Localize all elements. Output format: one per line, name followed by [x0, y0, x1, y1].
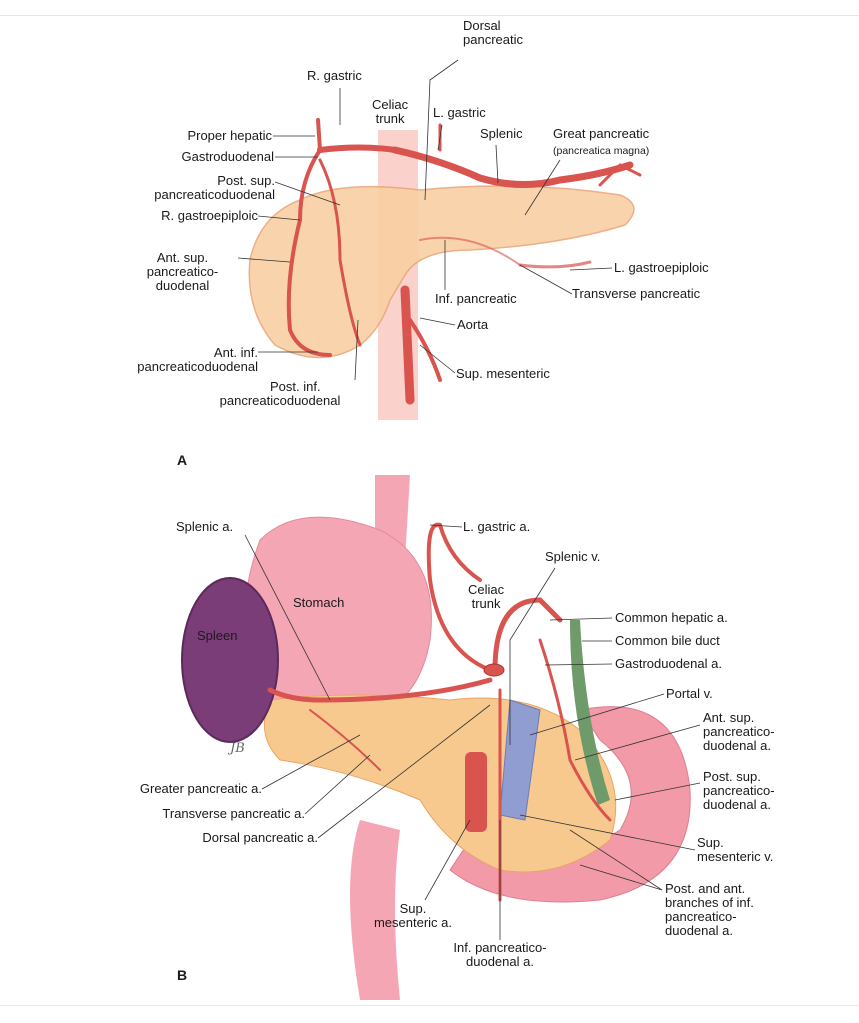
- label-line: Celiac: [372, 97, 409, 112]
- label-line: pancreaticoduodenal: [137, 359, 258, 374]
- label-line: Post. and ant.: [665, 881, 746, 896]
- label-line: pancreatico-: [665, 909, 737, 924]
- label-line: pancreatico-: [703, 783, 775, 798]
- label-spleen: Spleen: [197, 628, 238, 643]
- label-line: trunk: [471, 596, 501, 611]
- label-line: Post. sup.: [703, 769, 761, 784]
- label-inf-pancreatic: Inf. pancreatic: [435, 291, 517, 306]
- label-l-gastroepiploic: L. gastroepiploic: [614, 260, 709, 275]
- label-gastroduodenal: Gastroduodenal: [181, 149, 274, 164]
- label-line: Post. sup.: [217, 173, 275, 188]
- label-line: pancreaticoduodenal: [219, 393, 341, 408]
- label-inf-pd-a: Inf. pancreatico-duodenal a.: [440, 941, 560, 969]
- label-line: duodenal a.: [665, 923, 733, 938]
- label-post-sup-pd-a: Post. sup.pancreatico-duodenal a.: [703, 770, 775, 812]
- label-portal-v: Portal v.: [666, 686, 713, 701]
- label-aorta: Aorta: [457, 317, 489, 332]
- label-stomach: Stomach: [293, 595, 345, 610]
- label-sup-mesenteric: Sup. mesenteric: [456, 366, 550, 381]
- label-line: duodenal a.: [703, 797, 771, 812]
- label-post-ant-branches: Post. and ant.branches of inf.pancreatic…: [665, 882, 754, 938]
- panel-label-b: B: [177, 967, 188, 983]
- label-line: duodenal a.: [466, 954, 534, 969]
- label-gastroduodenal-a: Gastroduodenal a.: [615, 656, 722, 671]
- label-sup-mesenteric-a: Sup.mesenteric a.: [368, 902, 458, 930]
- label-greater-pancreatic-a: Greater pancreatic a.: [139, 781, 262, 796]
- bottom-divider: [0, 1005, 859, 1006]
- label-transverse-pancreatic: Transverse pancreatic: [572, 286, 701, 301]
- label-proper-hepatic: Proper hepatic: [187, 128, 272, 143]
- label-ant-sup-pd: Ant. sup.pancreatico-duodenal: [130, 251, 235, 293]
- label-common-hepatic-a: Common hepatic a.: [615, 610, 728, 625]
- label-line: pancreaticoduodenal: [154, 187, 275, 202]
- label-sup-mesenteric-v: Sup.mesenteric v.: [697, 836, 773, 864]
- label-transverse-pancreatic-a: Transverse pancreatic a.: [162, 806, 305, 821]
- label-post-sup-pd: Post. sup.pancreaticoduodenal: [154, 174, 275, 202]
- label-post-inf-pd: Post. inf.pancreaticoduodenal: [200, 380, 360, 408]
- label-line: mesenteric a.: [373, 915, 453, 930]
- spleen: [181, 577, 279, 743]
- label-line: duodenal a.: [703, 738, 771, 753]
- pancreas-a: [248, 185, 635, 359]
- label-r-gastroepiploic: R. gastroepiploic: [161, 208, 258, 223]
- label-great-pancreatic: Great pancreatic: [553, 126, 650, 141]
- figure-a-artwork: [237, 59, 642, 420]
- label-line: pancreatico-: [146, 264, 219, 279]
- label-splenic: Splenic: [480, 126, 523, 141]
- label-pancreatica-magna: (pancreatica magna): [553, 145, 650, 157]
- label-line: Post. inf.: [270, 379, 321, 394]
- top-divider: [0, 15, 859, 16]
- label-line: Celiac: [468, 582, 505, 597]
- label-line: pancreatico-: [703, 724, 775, 739]
- common-bile-duct: [570, 620, 610, 805]
- label-line: Ant. sup.: [703, 710, 755, 725]
- label-line: branches of inf.: [665, 895, 754, 910]
- label-splenic-a: Splenic a.: [176, 519, 234, 534]
- label-ant-sup-pd-a: Ant. sup.pancreatico-duodenal a.: [703, 711, 775, 753]
- jejunum: [350, 820, 400, 1000]
- label-line: Inf. pancreatico-: [453, 940, 547, 955]
- label-line: Ant. inf.: [213, 345, 258, 360]
- celiac-trunk-origin: [483, 663, 505, 677]
- label-l-gastric: L. gastric: [433, 105, 486, 120]
- label-line: mesenteric v.: [697, 849, 774, 864]
- label-dorsal-pancreatic-a: Dorsal pancreatic a.: [202, 830, 318, 845]
- artist-signature: JB: [230, 741, 245, 756]
- label-line: Sup.: [697, 835, 724, 850]
- label-line: Sup.: [399, 901, 427, 916]
- label-l-gastric-a: L. gastric a.: [463, 519, 531, 534]
- figure-b-artwork: [181, 475, 701, 1000]
- label-line: trunk: [375, 111, 405, 126]
- label-line: Dorsal: [463, 18, 501, 33]
- label-line: Ant. sup.: [156, 250, 209, 265]
- label-r-gastric: R. gastric: [307, 68, 362, 83]
- superior-mesenteric-artery: [465, 752, 487, 832]
- label-common-bile-duct: Common bile duct: [615, 633, 720, 648]
- label-line: pancreatic: [463, 32, 523, 47]
- label-ant-inf-pd: Ant. inf.pancreaticoduodenal: [137, 346, 258, 374]
- panel-label-a: A: [177, 452, 188, 468]
- label-line: duodenal: [155, 278, 210, 293]
- label-splenic-v: Splenic v.: [545, 549, 601, 564]
